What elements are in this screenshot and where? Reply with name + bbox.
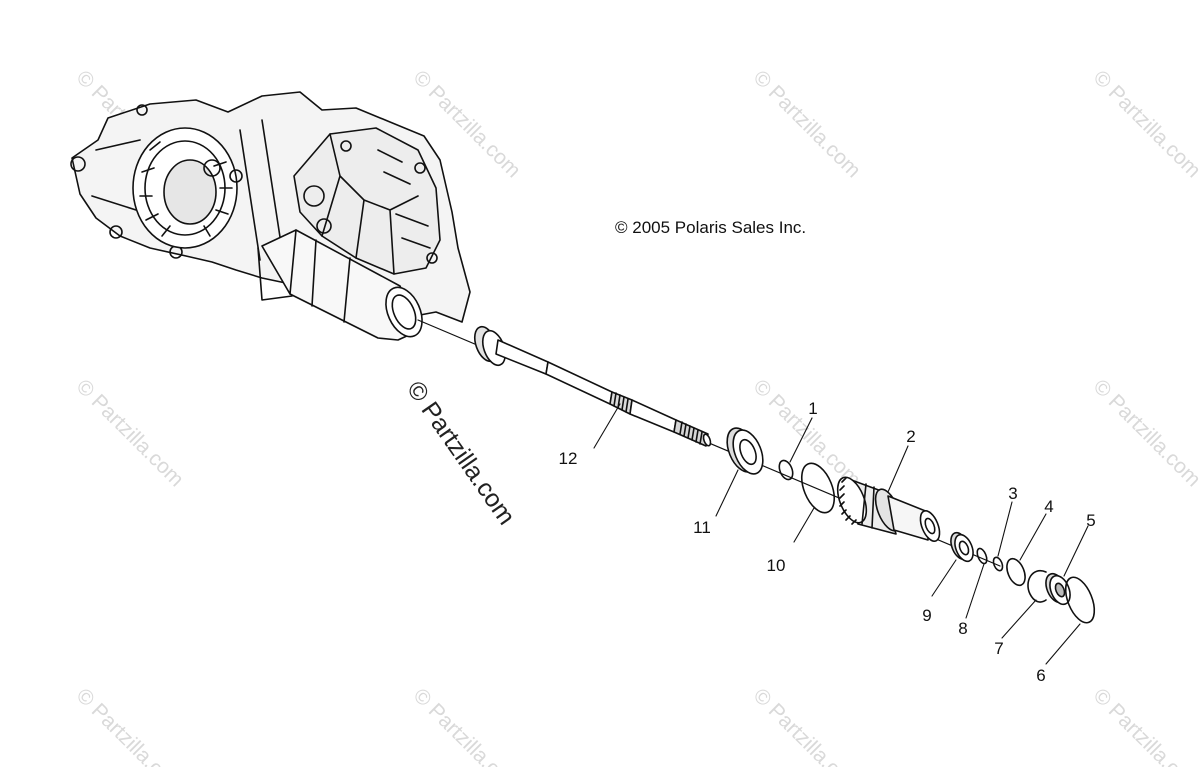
part-9-bearing xyxy=(950,531,974,563)
part-12-shaft xyxy=(473,325,712,447)
transmission-housing xyxy=(70,91,471,341)
callout-7: 7 xyxy=(994,639,1004,658)
callout-6: 6 xyxy=(1036,666,1046,685)
copyright-notice: © 2005 Polaris Sales Inc. xyxy=(615,218,807,237)
callout-10: 10 xyxy=(766,556,786,575)
callout-2: 2 xyxy=(906,427,916,446)
callout-11: 11 xyxy=(693,518,711,537)
callout-12: 12 xyxy=(558,449,578,468)
part-10-o-ring xyxy=(800,462,836,514)
callout-9: 9 xyxy=(922,606,932,625)
part-2-gear-hub xyxy=(836,476,941,542)
callout-5: 5 xyxy=(1086,511,1096,530)
part-4-ring xyxy=(1006,557,1026,587)
callout-1: 1 xyxy=(808,399,818,418)
part-7-snap-ring xyxy=(1027,569,1047,603)
part-3-ring xyxy=(992,556,1004,572)
leader-lines xyxy=(593,403,1089,665)
callout-8: 8 xyxy=(958,619,968,638)
callout-4: 4 xyxy=(1044,497,1054,516)
part-6-o-ring xyxy=(1064,576,1096,624)
part-1-ring xyxy=(778,459,794,481)
part-5-nut xyxy=(1045,572,1071,606)
part-8-washer xyxy=(976,547,988,565)
part-11-bearing xyxy=(726,427,764,475)
callout-3: 3 xyxy=(1008,484,1018,503)
